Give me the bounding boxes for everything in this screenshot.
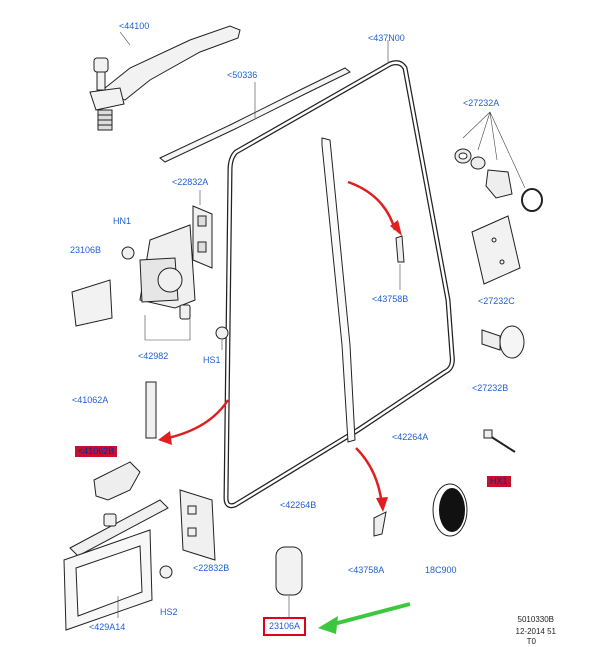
label-41062b: <41062B — [75, 446, 118, 457]
label-437n00: <437N00 — [368, 33, 405, 43]
label-hs2: HS2 — [160, 607, 178, 617]
cover-23106b — [71, 279, 113, 327]
component-27232a — [454, 148, 543, 212]
latch-assembly-429a14 — [63, 489, 216, 631]
inner-channel-42264 — [321, 137, 356, 443]
reference-code: 5010330B — [517, 615, 554, 624]
label-42264b: <42264B — [280, 500, 317, 510]
small-part-43758a — [373, 511, 387, 537]
label-27232a: <27232A — [463, 98, 500, 108]
reference-sheet: T0 — [526, 637, 536, 646]
hinge-assembly — [121, 205, 229, 340]
label-23106b: 23106B — [70, 245, 102, 255]
label-42982: <42982 — [138, 351, 169, 361]
label-hx1: HX1 — [487, 476, 511, 487]
label-429a14: <429A14 — [89, 622, 126, 632]
label-27232b: <27232B — [472, 383, 509, 393]
label-18c900: 18C900 — [425, 565, 457, 575]
label-43758b: <43758B — [372, 294, 409, 304]
label-44100: <44100 — [119, 21, 150, 31]
label-41062a: <41062A — [72, 395, 109, 405]
label-22832b: <22832B — [193, 563, 230, 573]
label-22832a: <22832A — [172, 177, 209, 187]
label-42264a: <42264A — [392, 432, 429, 442]
label-hn1: HN1 — [113, 216, 132, 226]
clip-41062b — [93, 461, 141, 501]
plate-27232c — [471, 215, 521, 285]
red-arrowheads — [158, 220, 402, 512]
cap-23106a — [275, 546, 303, 596]
reference-date: 12-2014 51 — [515, 627, 556, 636]
badge-18c900 — [432, 483, 468, 537]
label-50336: <50336 — [227, 70, 258, 80]
label-hs1: HS1 — [203, 355, 221, 365]
knob-27232b — [481, 325, 525, 359]
bracket-41062a — [145, 381, 157, 439]
small-part-43758b — [395, 235, 405, 263]
green-arrow — [329, 602, 411, 627]
label-27232c: <27232C — [478, 296, 515, 306]
label-43758a: <43758A — [348, 565, 385, 575]
screw-hx1 — [483, 429, 516, 453]
door-handle-part — [89, 25, 241, 131]
label-23106a: 23106A — [263, 617, 307, 636]
green-arrowhead — [318, 616, 338, 634]
